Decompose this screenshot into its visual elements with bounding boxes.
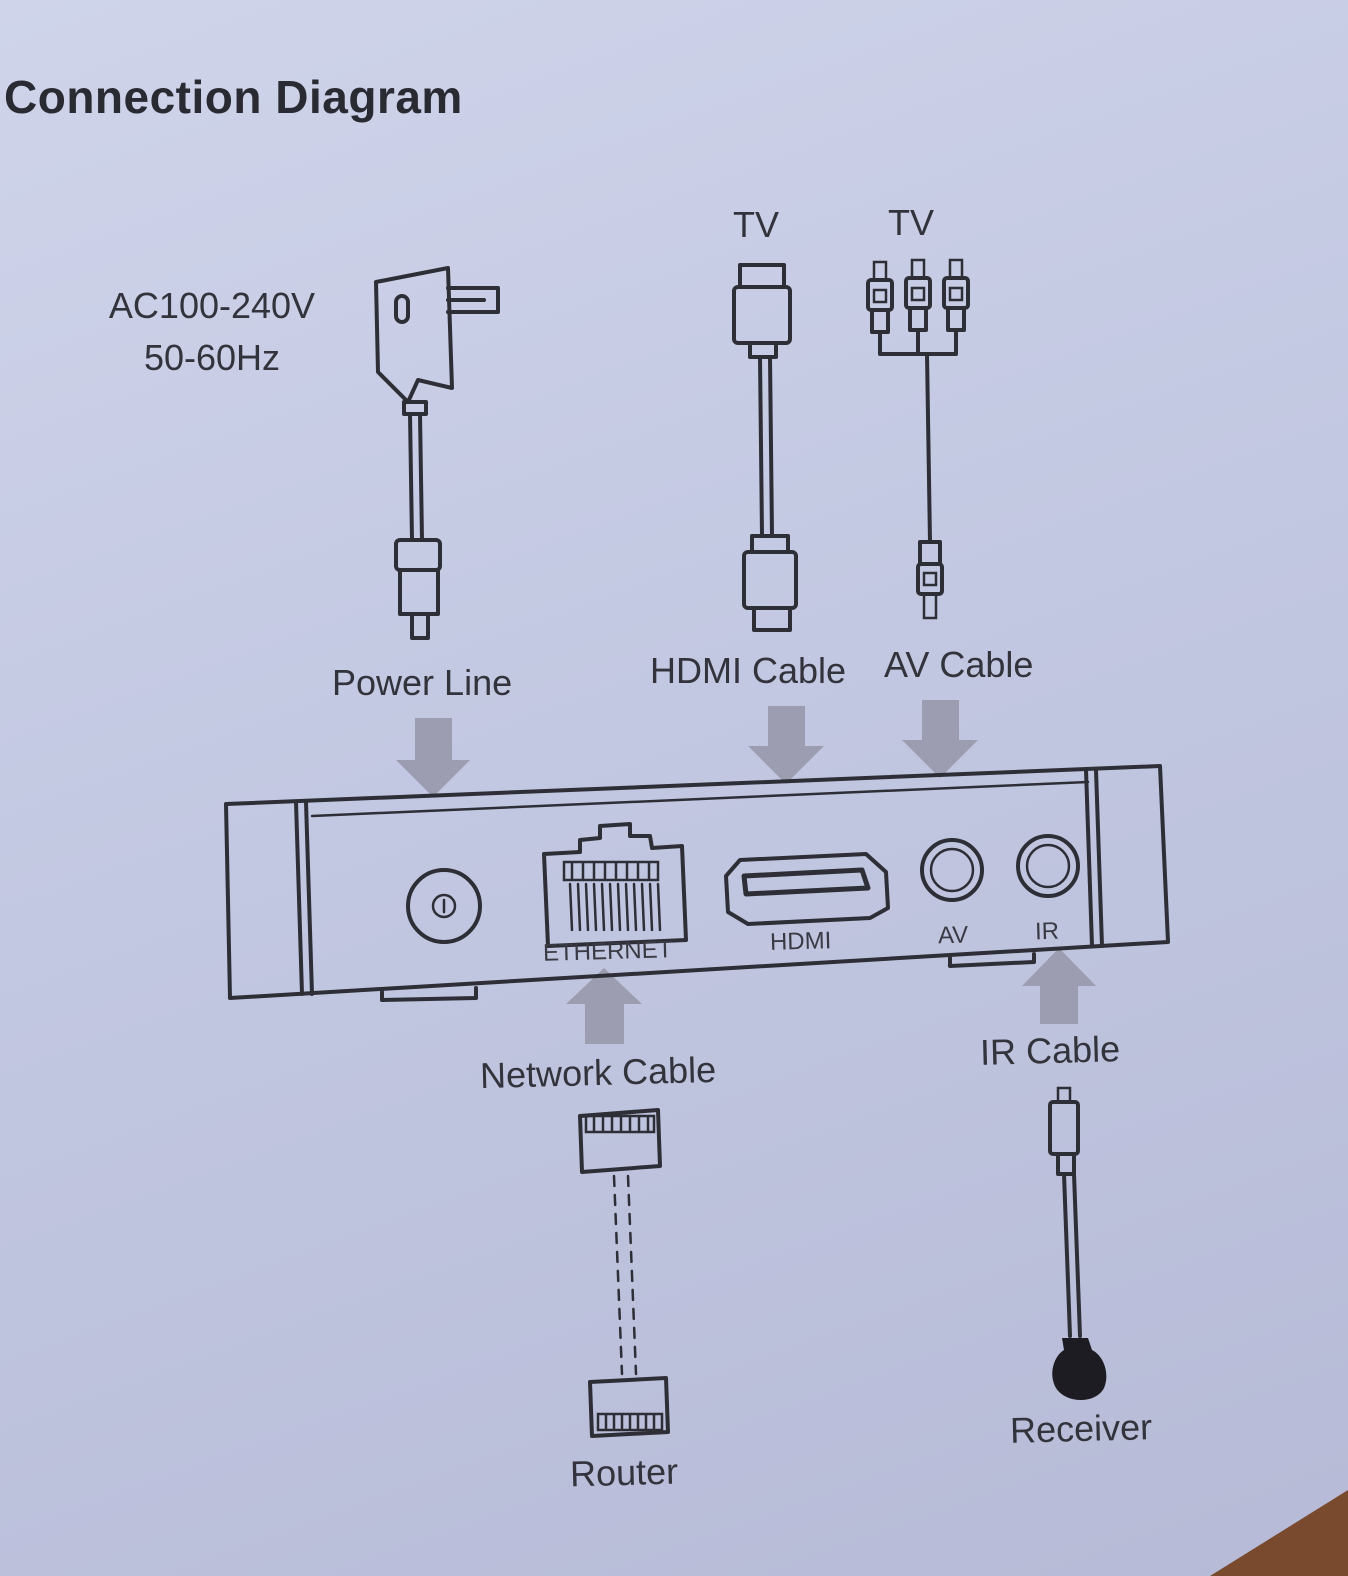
hdmi-cable-icon xyxy=(732,263,798,632)
ethernet-port-label: ETHERNET xyxy=(542,936,673,967)
av-port-label: AV xyxy=(937,921,969,950)
router-label: Router xyxy=(569,1450,679,1495)
ir-port-icon xyxy=(1016,834,1080,898)
network-cable-icon xyxy=(578,1108,662,1376)
power-spec: AC100-240V 50-60Hz xyxy=(92,280,332,384)
power-frequency: 50-60Hz xyxy=(143,337,281,378)
hdmi-arrow-icon xyxy=(748,706,824,784)
power-arrow-icon xyxy=(396,718,470,797)
ir-receiver-icon xyxy=(1052,1338,1107,1400)
page-title: Connection Diagram xyxy=(4,71,463,123)
av-port-icon xyxy=(920,838,984,902)
power-voltage: AC100-240V xyxy=(108,285,316,326)
av-arrow-icon xyxy=(902,700,978,778)
av-cable-label: AV Cable xyxy=(884,644,1034,685)
av-cable-icon xyxy=(866,258,970,620)
ir-cable-label: IR Cable xyxy=(979,1028,1121,1073)
router-icon xyxy=(588,1376,670,1438)
network-arrow-icon xyxy=(566,968,642,1044)
av-tv-label: TV xyxy=(888,202,935,243)
power-line-label: Power Line xyxy=(332,662,513,703)
ir-arrow-icon xyxy=(1022,948,1096,1024)
tv-box-device xyxy=(224,764,1170,1002)
network-cable-label: Network Cable xyxy=(479,1048,717,1097)
power-port-icon xyxy=(406,868,482,944)
hdmi-tv-label: TV xyxy=(733,204,780,245)
hdmi-port-icon xyxy=(724,852,890,926)
ir-port-label: IR xyxy=(1034,917,1060,946)
ir-cable-icon xyxy=(1048,1086,1082,1338)
receiver-label: Receiver xyxy=(1009,1406,1153,1451)
hdmi-port-label: HDMI xyxy=(769,927,832,956)
power-plug-icon xyxy=(374,266,500,640)
ethernet-port-icon xyxy=(542,822,688,948)
hdmi-cable-label: HDMI Cable xyxy=(650,650,847,691)
